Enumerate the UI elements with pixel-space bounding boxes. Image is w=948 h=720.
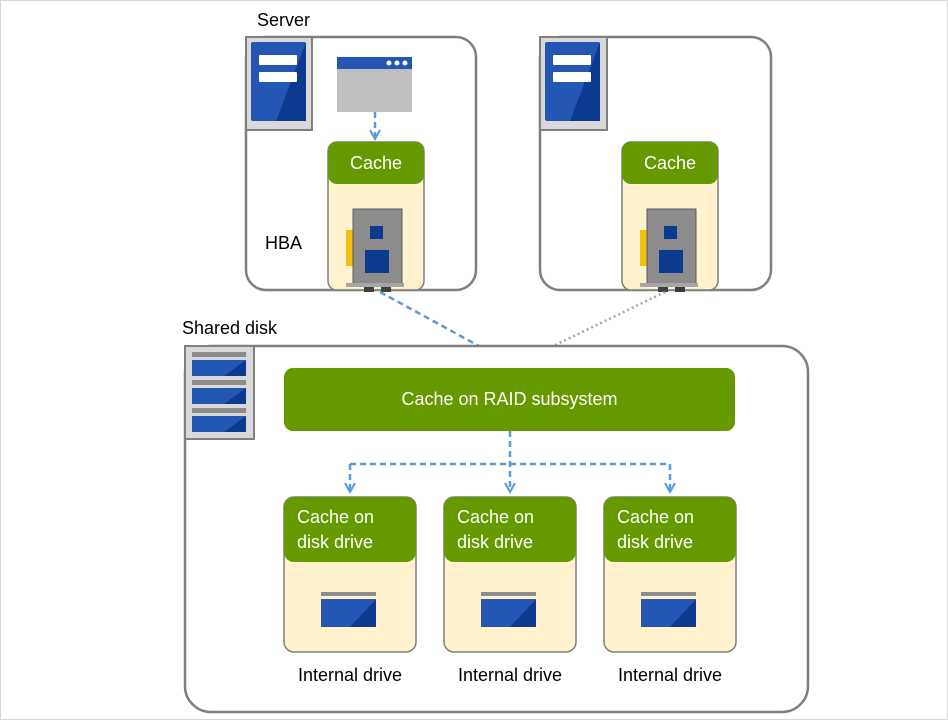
drive-card-3: [603, 496, 737, 653]
drive-card-1: [283, 496, 417, 653]
hba-card-icon: [640, 208, 698, 292]
hba-label: HBA: [265, 233, 303, 253]
drive-2-cache-label: Cache on disk drive: [457, 505, 534, 555]
server-1-cache-label: Cache: [349, 153, 403, 173]
raid-cache-label: Cache on RAID subsystem: [401, 389, 618, 409]
server-tower-icon: [245, 36, 313, 131]
drive-1-name: Internal drive: [297, 665, 403, 685]
disk-drive-icon: [321, 592, 376, 627]
drive-1-cache-line2: disk drive: [297, 532, 374, 552]
raid-cache-bar: [284, 368, 735, 431]
server-label: Server: [257, 10, 311, 30]
drive-card-2: [443, 496, 577, 653]
drive-2-name: Internal drive: [457, 665, 563, 685]
raid-to-drives-arrows: [350, 431, 670, 491]
drive-2-cache-line1: Cache on: [457, 507, 535, 527]
server-2-cache-header: [622, 142, 718, 184]
drive-1-cache-label: Cache on disk drive: [297, 505, 374, 555]
server-tower-icon: [539, 36, 608, 131]
drive-3-cache-label: Cache on disk drive: [617, 505, 694, 555]
drive-3-cache-line1: Cache on: [617, 507, 695, 527]
drive-1-cache-line1: Cache on: [297, 507, 375, 527]
server-1-cache-header: [328, 142, 424, 184]
server-2-cache-label: Cache: [643, 153, 697, 173]
drive-2-cache-line2: disk drive: [457, 532, 534, 552]
drive-3-name: Internal drive: [617, 665, 723, 685]
shared-disk-label: Shared disk: [182, 318, 278, 338]
hba-card-icon: [346, 208, 404, 292]
storage-array-icon: [184, 345, 255, 440]
application-window-icon: [337, 57, 412, 112]
drive-3-cache-line2: disk drive: [617, 532, 694, 552]
disk-drive-icon: [641, 592, 696, 627]
disk-drive-icon: [481, 592, 536, 627]
